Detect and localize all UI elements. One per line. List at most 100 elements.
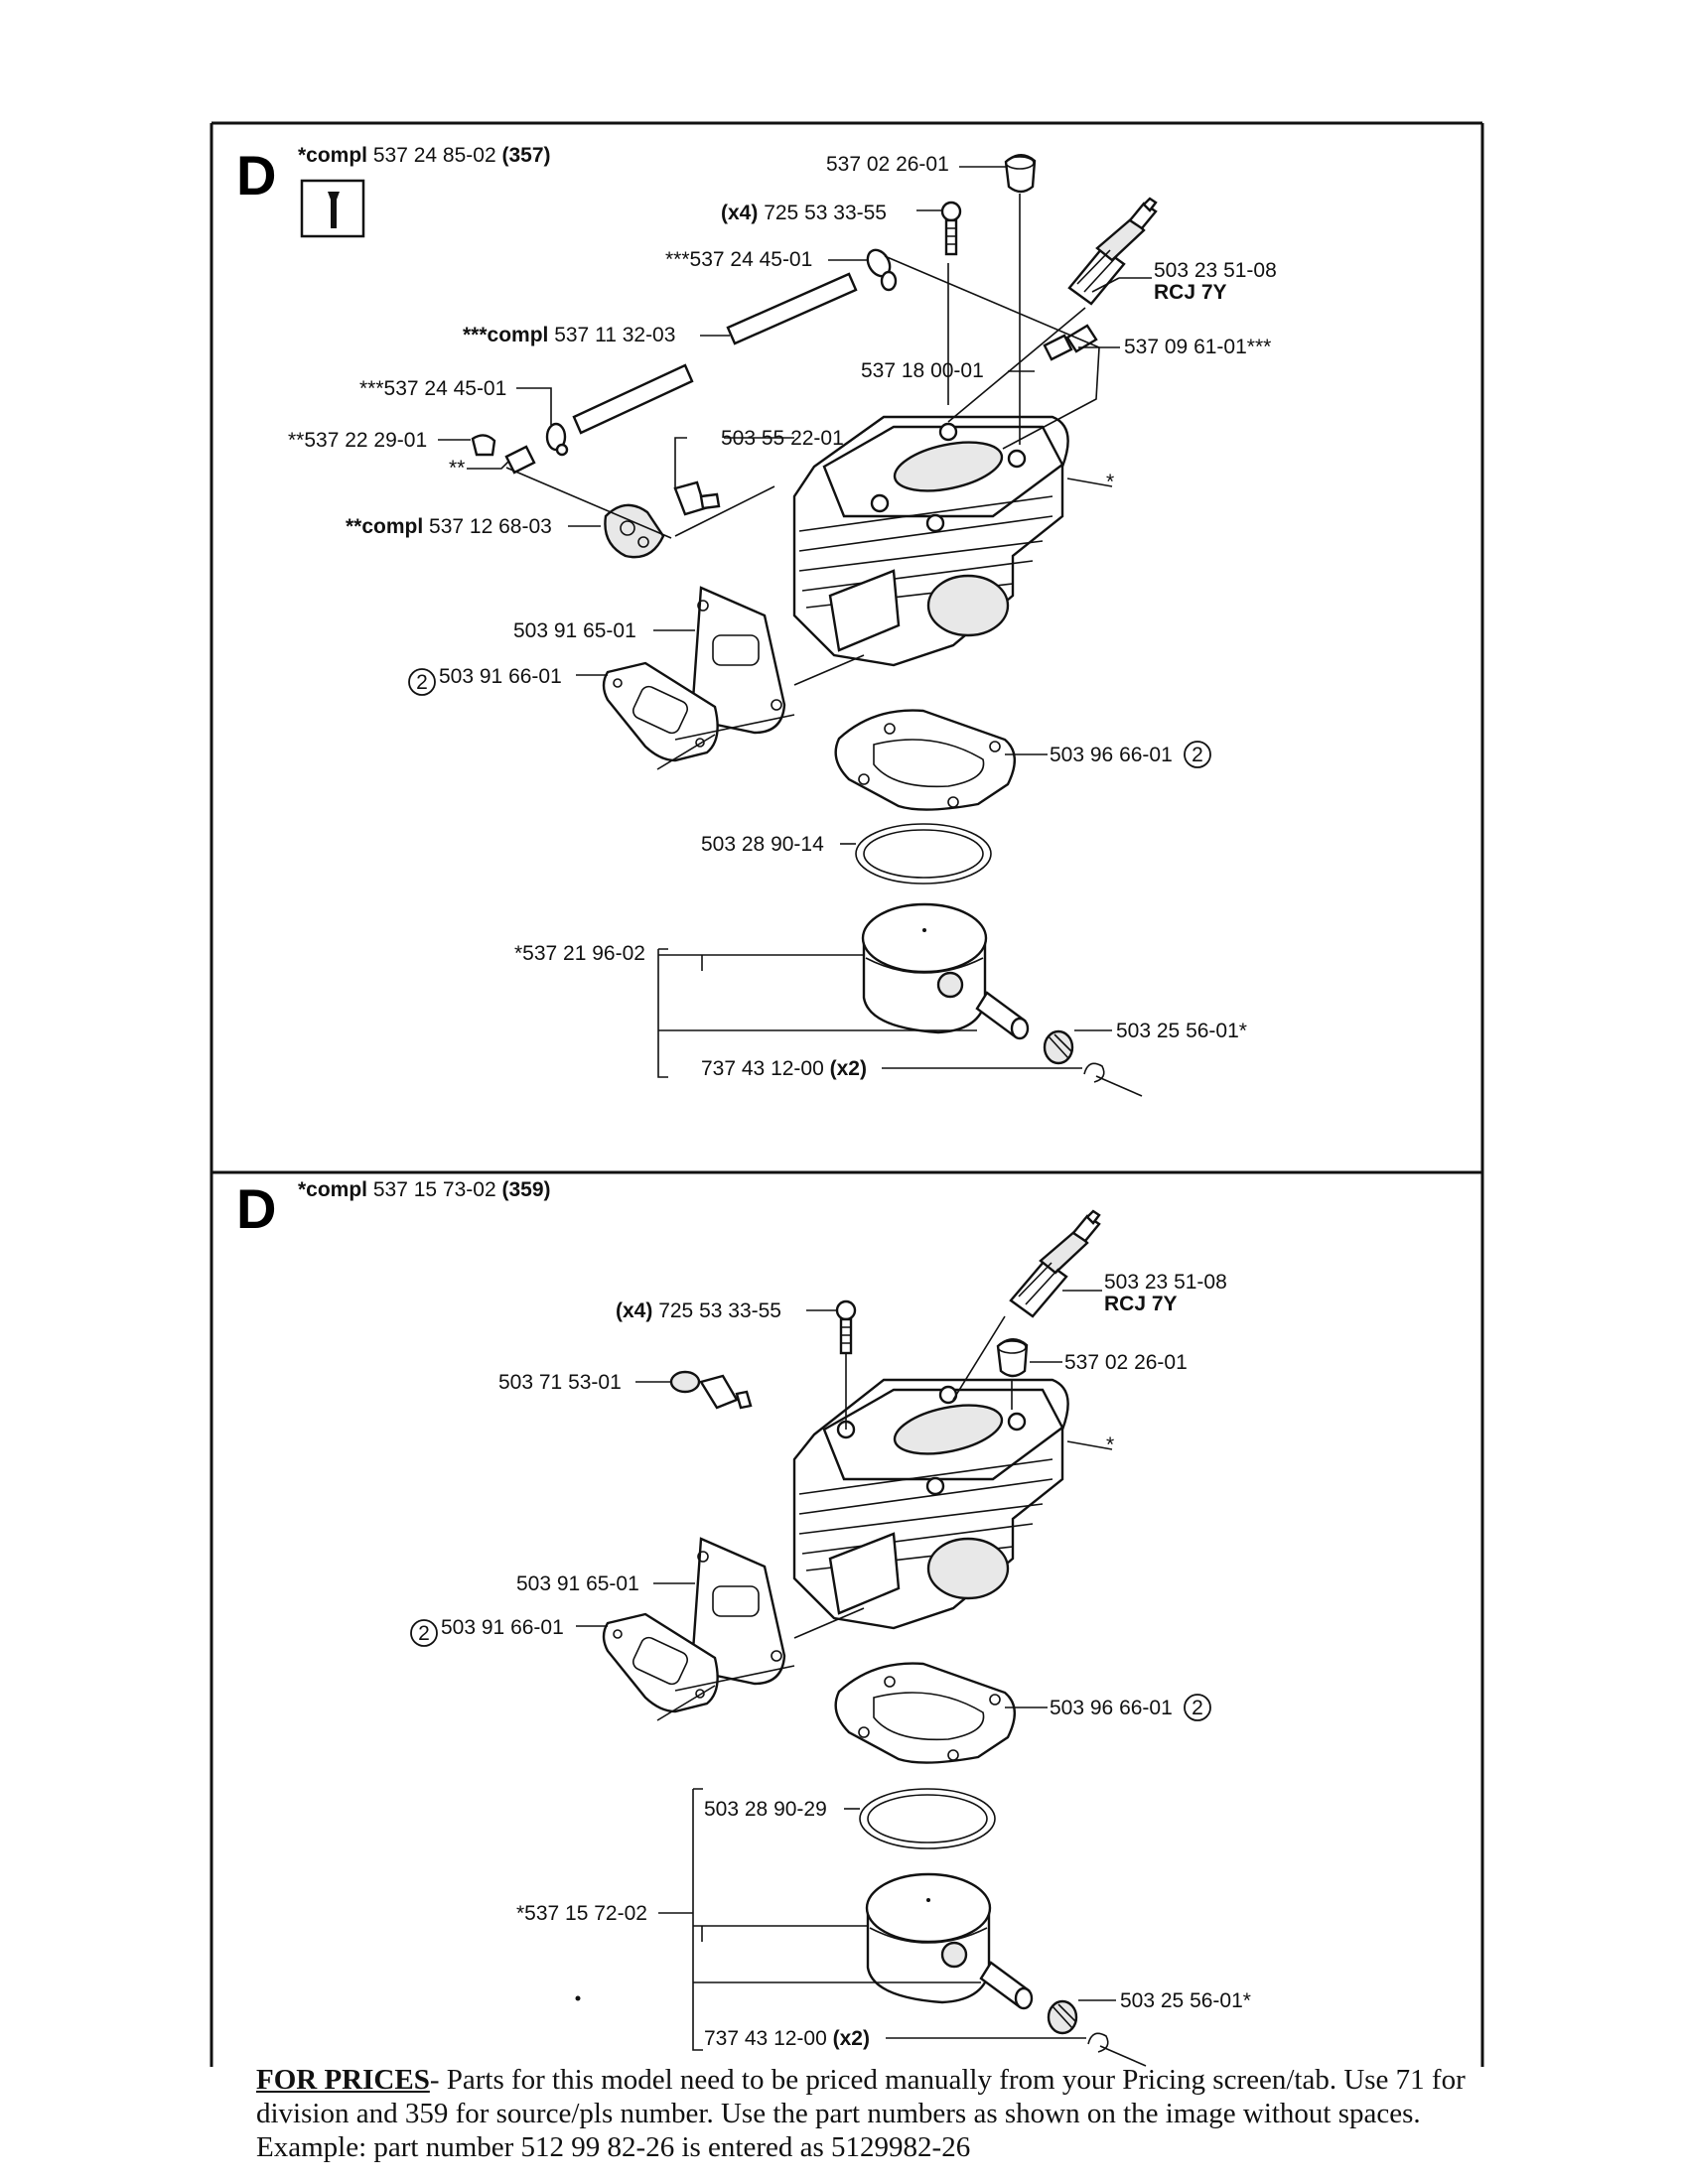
pricing-text: - Parts for this model need to be priced… — [256, 2064, 1466, 2163]
label-hose-compl-number: 537 11 32-03 — [554, 324, 675, 346]
part-labels: 503 23 51-08 RCJ 7Y (x4) 725 53 33-55 53… — [410, 1271, 1251, 2050]
label-valve-compl: **compl 537 12 68-03 — [346, 515, 552, 538]
leader-lines — [438, 166, 1152, 1097]
label-sleeve-mid: 537 18 00-01 — [861, 359, 984, 382]
label-plug-top: 503 55 22-01 — [721, 427, 844, 450]
circlip-part — [1087, 2032, 1109, 2053]
compl-number: 537 24 85-02 — [373, 144, 496, 167]
plug-top-part — [673, 480, 721, 516]
section-title: *compl 537 24 85-02 (357) — [298, 144, 551, 167]
compl-prefix: *compl — [298, 1178, 367, 1201]
piston-ring-part — [859, 1788, 996, 1849]
compl-prefix: *compl — [298, 144, 367, 167]
callout-number: 2 — [1192, 1697, 1203, 1719]
screw-part — [940, 201, 962, 256]
section-letter: D — [236, 1177, 276, 1240]
label-circlip: 737 43 12-00 (x2) — [701, 1057, 867, 1080]
label-base-gasket-number: 503 96 66-01 — [1050, 1697, 1173, 1719]
label-hose-compl: ***compl 537 11 32-03 — [463, 324, 675, 346]
label-gasket-small-number: 503 91 66-01 — [441, 1616, 564, 1639]
label-right-sleeve: 537 09 61-01*** — [1124, 336, 1271, 358]
callout-number: 2 — [1192, 744, 1203, 766]
piston-part — [865, 1872, 992, 2004]
callout-number: 2 — [416, 671, 428, 694]
section-title: *compl 537 15 73-02 (359) — [298, 1178, 551, 1201]
label-spark-plug-type: RCJ 7Y — [1154, 281, 1227, 304]
nipple-part — [471, 434, 536, 475]
label-screws: (x4) 725 53 33-55 — [616, 1299, 781, 1322]
part-labels: 537 02 26-01 (x4) 725 53 33-55 ***537 24… — [288, 153, 1277, 1080]
screw-part — [835, 1299, 857, 1355]
compl-number: 537 15 73-02 — [373, 1178, 496, 1201]
label-gasket-small-number: 503 91 66-01 — [439, 665, 562, 688]
label-nipple: **537 22 29-01 — [288, 429, 427, 452]
base-gasket-part — [834, 709, 1016, 811]
label-gasket-plate: 503 91 65-01 — [516, 1572, 639, 1595]
label-spark-plug: 503 23 51-08 — [1154, 259, 1277, 282]
label-spark-plug-type: RCJ 7Y — [1104, 1293, 1178, 1315]
label-cylinder-mark: * — [1106, 471, 1114, 493]
label-valve-compl-prefix: **compl — [346, 515, 423, 538]
label-cylinder-mark: * — [1106, 1433, 1114, 1456]
piston-ring-part — [855, 823, 992, 885]
label-valve: 503 71 53-01 — [498, 1371, 622, 1394]
pricing-heading: FOR PRICES — [256, 2064, 430, 2096]
wrench-icon — [300, 179, 365, 238]
label-needle-bearing: 503 25 56-01* — [1116, 1020, 1247, 1042]
piston-pin-part — [975, 991, 1030, 1040]
section-359: D *compl 537 15 73-02 (359) — [236, 1177, 1251, 2067]
circlip-part — [1083, 1062, 1105, 1083]
label-gasket-plate: 503 91 65-01 — [513, 619, 636, 642]
callout-number: 2 — [418, 1622, 430, 1645]
label-base-gasket: 503 96 66-01 2 — [1050, 741, 1211, 768]
cap-part — [1004, 154, 1037, 194]
label-cap: 537 02 26-01 — [1064, 1351, 1188, 1374]
cylinder-part — [792, 1378, 1069, 1630]
label-hose-compl-prefix: ***compl — [463, 324, 548, 346]
label-piston: *537 21 96-02 — [514, 942, 645, 965]
pricing-note: FOR PRICES- Parts for this model need to… — [256, 2063, 1507, 2164]
valve-part — [669, 1370, 753, 1410]
compl-model: (359) — [501, 1178, 550, 1201]
spark-plug-part — [1009, 1209, 1101, 1318]
fuel-hose-part — [572, 272, 858, 435]
piston-part — [861, 902, 988, 1034]
diagram-frame — [210, 121, 1484, 2067]
label-base-gasket: 503 96 66-01 2 — [1050, 1694, 1211, 1721]
clip-left-part — [545, 422, 569, 457]
base-gasket-part — [834, 1662, 1016, 1764]
spark-plug-part — [1067, 197, 1158, 306]
label-clip-top: ***537 24 45-01 — [665, 248, 812, 271]
needle-bearing-part — [1047, 1999, 1078, 2035]
compl-model: (357) — [501, 144, 550, 167]
label-circlip: 737 43 12-00 (x2) — [704, 2027, 870, 2050]
label-circlip-qty: (x2) — [833, 2027, 870, 2050]
label-gasket-small: 2 503 91 66-01 — [408, 665, 562, 696]
stray-dot — [575, 1995, 581, 2001]
label-screws: (x4) 725 53 33-55 — [721, 202, 887, 224]
label-spark-plug: 503 23 51-08 — [1104, 1271, 1227, 1294]
label-circlip-number: 737 43 12-00 — [701, 1057, 824, 1080]
needle-bearing-part — [1043, 1029, 1074, 1065]
label-gasket-small: 2 503 91 66-01 — [410, 1616, 564, 1647]
label-screws-qty: (x4) — [721, 202, 758, 224]
label-circlip-number: 737 43 12-00 — [704, 2027, 827, 2050]
label-piston-ring: 503 28 90-14 — [701, 833, 824, 856]
section-357: D *compl 537 24 85-02 (357) — [236, 144, 1277, 1097]
label-nipple-sub: ** — [449, 457, 465, 479]
right-sleeve-part — [1043, 324, 1098, 361]
leader-lines — [576, 1290, 1147, 2067]
cap-part — [996, 1338, 1029, 1378]
label-cap: 537 02 26-01 — [826, 153, 949, 176]
label-base-gasket-number: 503 96 66-01 — [1050, 744, 1173, 766]
label-circlip-qty: (x2) — [830, 1057, 867, 1080]
piston-pin-part — [979, 1961, 1034, 2010]
label-valve-compl-number: 537 12 68-03 — [429, 515, 552, 538]
label-screws-number: 725 53 33-55 — [764, 202, 887, 224]
label-clip-left: ***537 24 45-01 — [359, 377, 506, 400]
label-needle-bearing: 503 25 56-01* — [1120, 1989, 1251, 2012]
label-screws-number: 725 53 33-55 — [658, 1299, 781, 1322]
label-screws-qty: (x4) — [616, 1299, 652, 1322]
label-piston-ring: 503 28 90-29 — [704, 1798, 827, 1821]
